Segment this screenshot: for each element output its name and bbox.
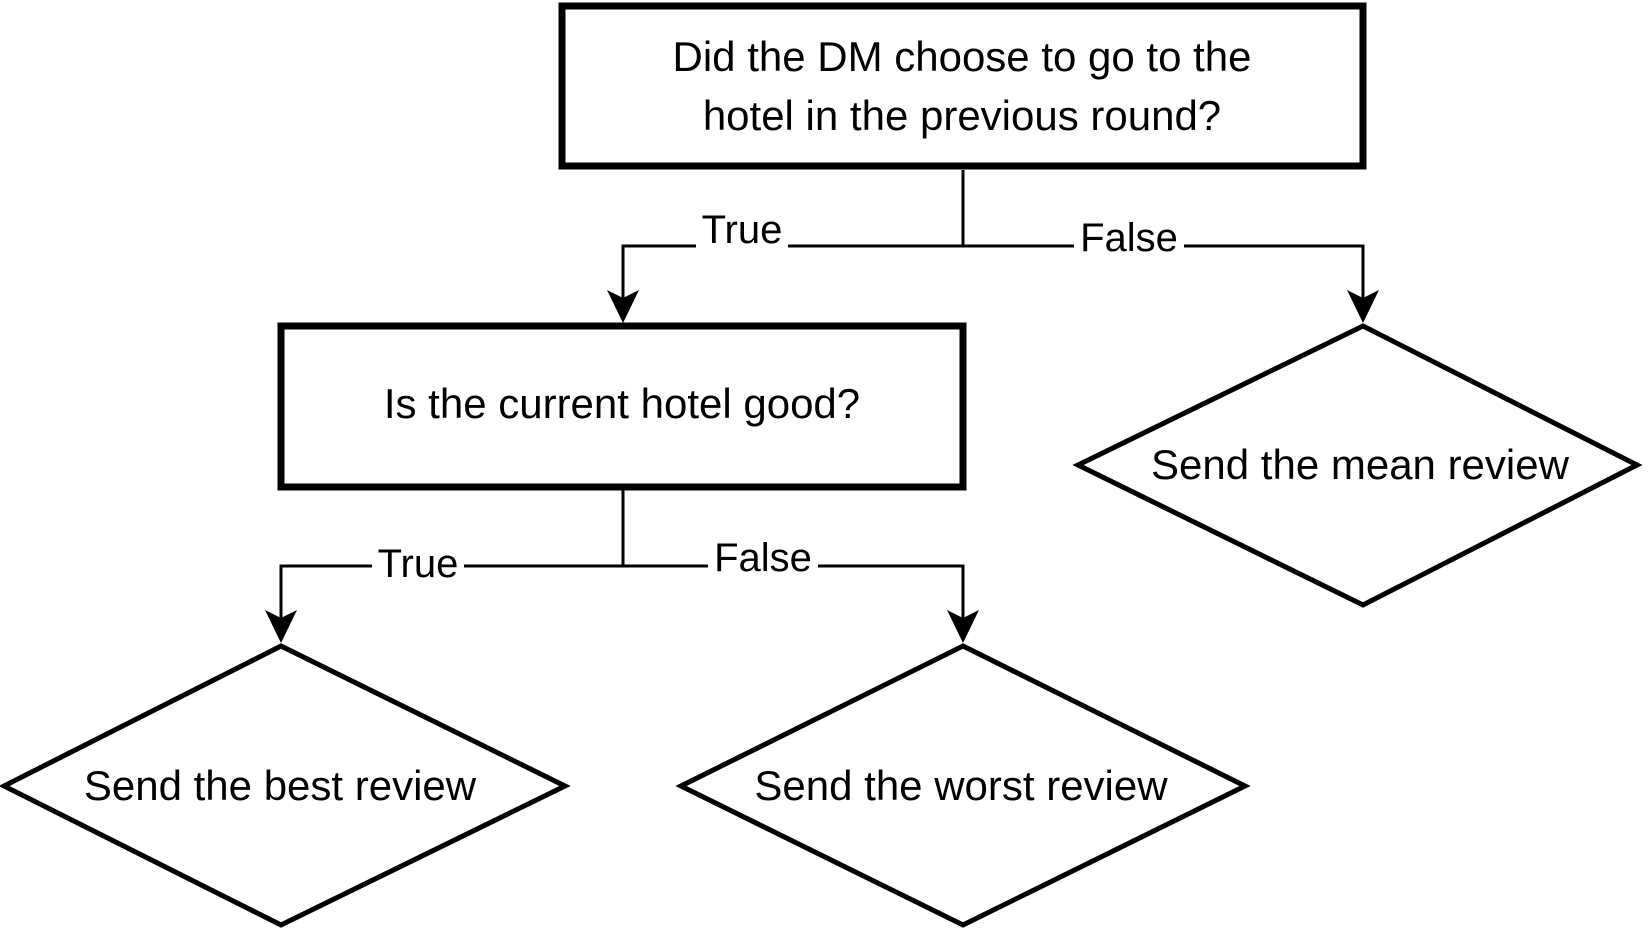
arrowhead-icon bbox=[947, 610, 979, 643]
svg-text:False: False bbox=[1080, 216, 1178, 260]
node-worst-review: Send the worst review bbox=[675, 643, 1251, 928]
node-best-review-label: Send the best review bbox=[84, 762, 477, 809]
node-root-line2: hotel in the previous round? bbox=[703, 92, 1221, 139]
node-mean-review: Send the mean review bbox=[1072, 323, 1643, 608]
arrowhead-icon bbox=[607, 290, 639, 323]
svg-text:False: False bbox=[714, 536, 812, 580]
node-hotel-good-label: Is the current hotel good? bbox=[384, 380, 860, 427]
edge-label-root-true: True bbox=[696, 206, 788, 252]
node-best-review: Send the best review bbox=[0, 643, 571, 928]
edge-label-root-false: False bbox=[1074, 214, 1184, 260]
edge-label-hotel-false: False bbox=[708, 534, 818, 580]
node-mean-review-label: Send the mean review bbox=[1151, 441, 1570, 488]
svg-text:True: True bbox=[378, 542, 459, 586]
node-root-question: Did the DM choose to go to the hotel in … bbox=[558, 2, 1367, 170]
arrowhead-icon bbox=[265, 610, 297, 643]
arrowhead-icon bbox=[1347, 290, 1379, 323]
svg-text:True: True bbox=[702, 208, 783, 252]
node-root-line1: Did the DM choose to go to the bbox=[673, 33, 1252, 80]
edge-label-hotel-true: True bbox=[372, 541, 464, 587]
node-hotel-good-question: Is the current hotel good? bbox=[277, 322, 967, 491]
node-worst-review-label: Send the worst review bbox=[754, 762, 1168, 809]
edge-root-true bbox=[607, 170, 965, 323]
